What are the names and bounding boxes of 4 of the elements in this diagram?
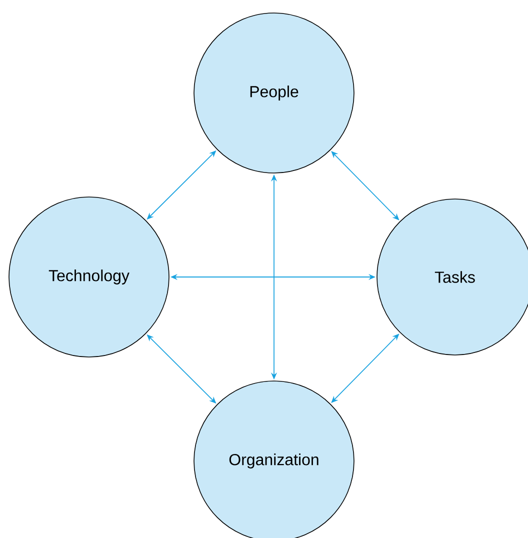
circle-node: Technology xyxy=(8,196,170,358)
circle-node: People xyxy=(194,12,354,174)
circle-node: Organization xyxy=(194,380,354,538)
circle-node: Tasks xyxy=(376,198,528,356)
